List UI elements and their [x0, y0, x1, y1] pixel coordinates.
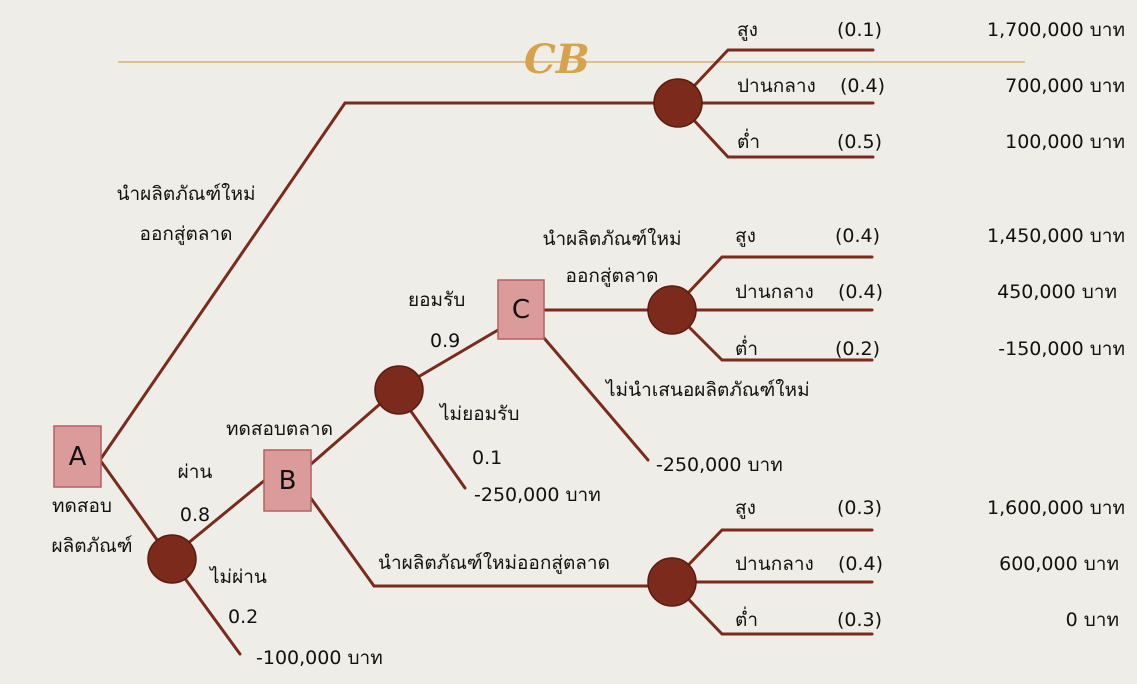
launch-label: ออกสู่ตลาด: [139, 223, 233, 245]
chance-node: [653, 78, 703, 128]
fail-payoff: -100,000 บาท: [256, 647, 383, 669]
decision-label-a: A: [68, 442, 87, 472]
outcome-prob: (0.3): [837, 497, 883, 519]
outcome-prob: (0.4): [838, 281, 884, 303]
chance-node: [647, 557, 697, 607]
reject-prob: 0.1: [472, 447, 503, 469]
chance-node: [374, 365, 424, 415]
outcome-payoff: 0 บาท: [1065, 609, 1119, 631]
outcome-prob: (0.2): [835, 338, 881, 360]
outcome-prob: (0.5): [837, 131, 883, 153]
outcome-payoff: 100,000 บาท: [1005, 131, 1125, 153]
reject-payoff: -250,000 บาท: [474, 484, 601, 506]
outcome-prob: (0.1): [837, 19, 883, 41]
decision-label-b: B: [278, 466, 297, 496]
outcome-name: ต่ำ: [735, 338, 759, 360]
pass-label: ผ่าน: [177, 461, 213, 483]
outcome-name: ปานกลาง: [737, 75, 816, 97]
decision-node-c: [497, 279, 545, 340]
accept-prob: 0.9: [430, 330, 461, 352]
reject-label: ไม่ยอมรับ: [440, 403, 520, 425]
test-product-label: ผลิตภัณฑ์: [51, 535, 133, 557]
chance-node: [647, 285, 697, 335]
launch-label: นำผลิตภัณฑ์ใหม่: [116, 183, 256, 205]
outcome-payoff: 1,600,000 บาท: [987, 497, 1125, 519]
outcome-name: ปานกลาง: [735, 281, 814, 303]
b-launch-label: นำผลิตภัณฑ์ใหม่ออกสู่ตลาด: [378, 552, 610, 574]
outcome-payoff: -150,000 บาท: [998, 338, 1125, 360]
ornament-icon: CB: [524, 36, 590, 83]
decision-node-b: [263, 449, 312, 512]
pass-prob: 0.8: [179, 504, 211, 526]
outcome-payoff: 1,700,000 บาท: [987, 19, 1125, 41]
outcome-name: สูง: [735, 225, 756, 247]
fail-label: ไม่ผ่าน: [210, 566, 267, 588]
outcome-name: ต่ำ: [735, 609, 759, 631]
outcome-payoff: 600,000 บาท: [999, 553, 1119, 575]
outcome-name: สูง: [737, 19, 758, 41]
decision-node-a: [53, 425, 102, 488]
outcome-prob: (0.4): [838, 553, 884, 575]
outcome-name: ต่ำ: [737, 131, 761, 153]
outcome-prob: (0.4): [835, 225, 881, 247]
decision-label-c: C: [511, 295, 531, 325]
c-no-launch-payoff: -250,000 บาท: [656, 454, 783, 476]
outcome-prob: (0.3): [837, 609, 883, 631]
branch-launch: [98, 101, 657, 462]
c-launch-label: นำผลิตภัณฑ์ใหม่: [542, 228, 682, 250]
branch-c-no-launch: [542, 336, 650, 462]
branch-b-launch: [308, 495, 656, 588]
c-no-launch-label: ไม่นำเสนอผลิตภัณฑ์ใหม่: [606, 379, 810, 401]
chance-node: [147, 534, 197, 584]
fail-prob: 0.2: [228, 606, 259, 628]
test-market-label: ทดสอบตลาด: [226, 418, 333, 440]
outcome-prob: (0.4): [840, 75, 886, 97]
outcome-name: ปานกลาง: [735, 553, 814, 575]
c-launch-label: ออกสู่ตลาด: [565, 265, 659, 287]
test-product-label: ทดสอบ: [52, 495, 112, 517]
outcome-payoff: 1,450,000 บาท: [987, 225, 1125, 247]
outcome-name: สูง: [735, 497, 756, 519]
outcome-payoff: 700,000 บาท: [1005, 75, 1125, 97]
accept-label: ยอมรับ: [408, 289, 466, 311]
outcome-payoff: 450,000 บาท: [997, 281, 1117, 303]
